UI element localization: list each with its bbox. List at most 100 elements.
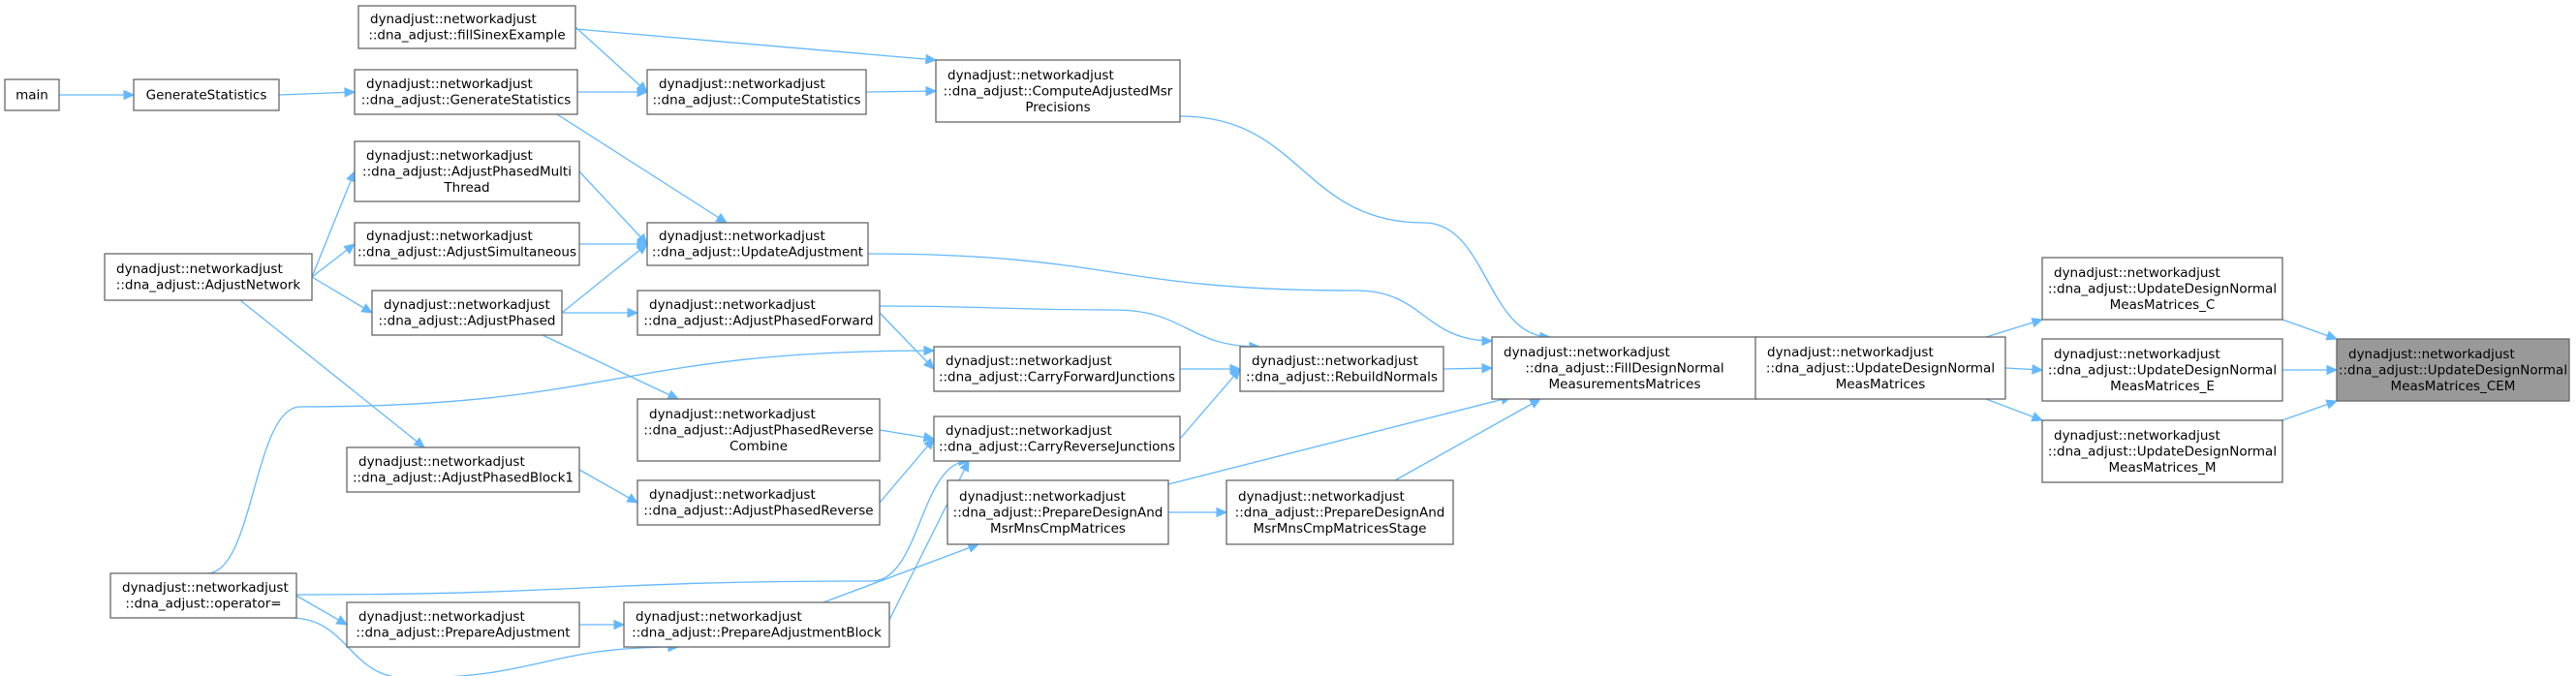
arrow-head-icon	[613, 619, 626, 630]
node-label-line: ::dna_adjust::AdjustPhasedReverse	[643, 422, 873, 438]
edge-line	[556, 113, 728, 224]
edge-ap-to-ua	[561, 243, 648, 314]
node-apmt[interactable]: dynadjust::networkadjust::dna_adjust::Ad…	[354, 140, 580, 202]
node-box	[2041, 419, 2283, 483]
arrow-head-icon	[922, 357, 935, 370]
edge-an-to-asim	[311, 243, 356, 278]
arrow-head-icon	[2325, 330, 2339, 341]
edge-fse-to-cs	[574, 26, 648, 93]
node-gs[interactable]: GenerateStatistics	[133, 78, 280, 111]
node-label-line: dynadjust::networkadjust	[370, 12, 537, 27]
node-label-line: ::dna_adjust::AdjustNetwork	[116, 278, 301, 293]
node-label-line: ::dna_adjust::UpdateDesignNormal	[1766, 360, 1995, 376]
edge-line	[822, 543, 979, 603]
node-pdmcms[interactable]: dynadjust::networkadjust::dna_adjust::Pr…	[1226, 479, 1454, 545]
node-box	[133, 78, 280, 111]
node-label-line: Combine	[729, 439, 788, 454]
arrow-head-icon	[344, 87, 357, 98]
arrow-head-icon	[923, 438, 935, 450]
node-pa[interactable]: dynadjust::networkadjust::dna_adjust::Pr…	[346, 601, 580, 648]
node-label-line: ::dna_adjust::PrepareDesignAnd	[1235, 505, 1445, 520]
node-pab[interactable]: dynadjust::networkadjust::dna_adjust::Pr…	[623, 601, 890, 648]
node-label-line: ::dna_adjust::ComputeAdjustedMsr	[944, 83, 1173, 99]
node-box	[2041, 338, 2283, 402]
node-label-line: ::dna_adjust::AdjustPhasedForward	[643, 314, 873, 329]
edge-udnmm-to-udnmm_c	[1985, 318, 2044, 338]
node-udnmm_m[interactable]: dynadjust::networkadjust::dna_adjust::Up…	[2041, 419, 2283, 483]
node-label-line: dynadjust::networkadjust	[2054, 265, 2220, 281]
node-ap[interactable]: dynadjust::networkadjust::dna_adjust::Ad…	[371, 290, 563, 336]
node-label-line: ::dna_adjust::UpdateDesignNormal	[2048, 281, 2277, 296]
node-udnmm[interactable]: dynadjust::networkadjust::dna_adjust::Up…	[1754, 336, 2006, 400]
node-apf[interactable]: dynadjust::networkadjust::dna_adjust::Ad…	[636, 290, 881, 336]
node-label-line: dynadjust::networkadjust	[649, 487, 816, 503]
node-pdmcm[interactable]: dynadjust::networkadjust::dna_adjust::Pr…	[947, 479, 1169, 545]
node-label-line: ::dna_adjust::AdjustSimultaneous	[357, 245, 576, 261]
node-label-line: MeasMatrices_CEM	[2391, 379, 2516, 394]
arrow-head-icon	[923, 345, 936, 356]
node-op[interactable]: dynadjust::networkadjust::dna_adjust::op…	[109, 572, 297, 619]
edge-pdmcm-to-pdmcms	[1168, 507, 1228, 518]
node-cs[interactable]: dynadjust::networkadjust::dna_adjust::Co…	[646, 69, 867, 115]
node-box	[636, 290, 881, 336]
node-label-line: ::dna_adjust::ComputeStatistics	[652, 93, 860, 108]
edge-line	[865, 90, 937, 93]
arrow-head-icon	[922, 432, 936, 443]
node-label-line: MeasMatrices	[1836, 377, 1926, 392]
node-label-line: ::dna_adjust::RebuildNormals	[1246, 370, 1438, 385]
node-box	[935, 59, 1181, 123]
arrow-head-icon	[1481, 335, 1494, 347]
edge-udnmm_e-to-udnmm_cem	[2282, 364, 2339, 376]
node-label-line: MeasMatrices_C	[2110, 297, 2216, 313]
edge-an-to-apb1	[239, 299, 425, 448]
edge-apmt-to-ua	[578, 170, 648, 245]
edge-layer	[59, 26, 2339, 676]
node-label-line: ::dna_adjust::UpdateDesignNormal	[2048, 362, 2277, 378]
arrow-head-icon	[636, 243, 648, 255]
edge-dgs-to-ua	[556, 113, 729, 224]
arrow-head-icon	[667, 389, 680, 400]
node-label-line: dynadjust::networkadjust	[122, 580, 289, 596]
node-label-line: ::dna_adjust::FillDesignNormal	[1525, 360, 1723, 376]
arrow-head-icon	[636, 86, 649, 98]
arrow-head-icon	[1529, 398, 1542, 409]
arrow-head-icon	[925, 85, 938, 97]
edge-ap-to-apf	[562, 307, 639, 319]
edge-pdmcms-to-fdnmm	[1394, 398, 1542, 481]
node-main[interactable]: main	[4, 78, 60, 111]
node-crj[interactable]: dynadjust::networkadjust::dna_adjust::Ca…	[933, 415, 1181, 462]
node-asim[interactable]: dynadjust::networkadjust::dna_adjust::Ad…	[354, 222, 580, 266]
arrow-head-icon	[2032, 364, 2044, 375]
edge-line	[1179, 368, 1241, 440]
node-dgs[interactable]: dynadjust::networkadjust::dna_adjust::Ge…	[354, 69, 578, 115]
node-label-line: ::dna_adjust::UpdateDesignNormal	[2048, 444, 2277, 459]
node-an[interactable]: dynadjust::networkadjust::dna_adjust::Ad…	[104, 253, 313, 301]
edge-line	[879, 305, 1260, 348]
node-aprc[interactable]: dynadjust::networkadjust::dna_adjust::Ad…	[636, 398, 881, 462]
node-label-line: ::dna_adjust::fillSinexExample	[368, 28, 565, 44]
node-label-line: dynadjust::networkadjust	[366, 229, 533, 244]
node-box	[947, 479, 1169, 545]
node-udnmm_cem[interactable]: dynadjust::networkadjust::dna_adjust::Up…	[2336, 338, 2570, 402]
node-udnmm_e[interactable]: dynadjust::networkadjust::dna_adjust::Up…	[2041, 338, 2283, 402]
node-label-line: dynadjust::networkadjust	[947, 68, 1114, 83]
node-rn[interactable]: dynadjust::networkadjust::dna_adjust::Re…	[1239, 346, 1444, 392]
node-fse[interactable]: dynadjust::networkadjust::dna_adjust::fi…	[357, 5, 576, 49]
arrow-head-icon	[2031, 412, 2044, 422]
node-fdnmm[interactable]: dynadjust::networkadjust::dna_adjust::Fi…	[1491, 336, 1758, 400]
edge-line	[578, 170, 648, 245]
edge-line	[1179, 115, 1551, 338]
node-cfj[interactable]: dynadjust::networkadjust::dna_adjust::Ca…	[933, 346, 1181, 392]
node-apb1[interactable]: dynadjust::networkadjust::dna_adjust::Ad…	[346, 446, 580, 493]
edge-line	[879, 312, 935, 370]
edge-pa-to-pab	[579, 619, 626, 630]
node-camp[interactable]: dynadjust::networkadjust::dna_adjust::Co…	[935, 59, 1181, 123]
node-ua[interactable]: dynadjust::networkadjust::dna_adjust::Up…	[646, 222, 869, 266]
node-label-line: ::dna_adjust::AdjustPhasedMulti	[362, 164, 572, 179]
edge-main-to-gs	[59, 89, 136, 101]
node-apr[interactable]: dynadjust::networkadjust::dna_adjust::Ad…	[636, 479, 881, 526]
node-udnmm_c[interactable]: dynadjust::networkadjust::dna_adjust::Up…	[2041, 257, 2283, 321]
node-label-line: dynadjust::networkadjust	[636, 609, 802, 625]
